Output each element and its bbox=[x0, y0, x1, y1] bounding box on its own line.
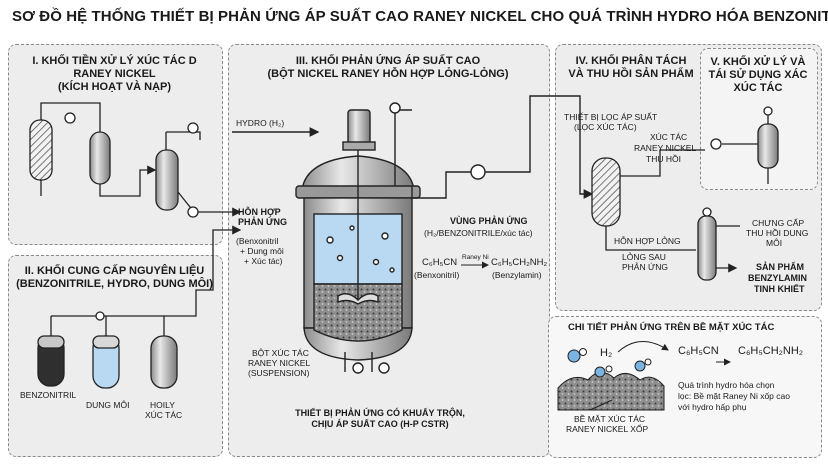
panel-ii-title-line1: II. KHỐI CUNG CẤP NGUYÊN LIỆU bbox=[24, 265, 205, 277]
catalyst-over-arrow: Raney Ni bbox=[462, 254, 489, 261]
pump-icon bbox=[470, 164, 486, 180]
panel-v-title: V. KHỐI XỬ LÝ VÀ TÁI SỬ DỤNG XÁC XÚC TÁC bbox=[702, 56, 814, 95]
valve-icon bbox=[352, 362, 364, 374]
feed-tanks bbox=[37, 225, 242, 389]
liquid-mix-l3: PHẢN ỨNG bbox=[622, 262, 668, 272]
detail-note-l2: lọc: Bề mặt Raney Ni xốp cao bbox=[678, 391, 790, 401]
panel-catalyst-reuse bbox=[700, 48, 818, 190]
valve-icon bbox=[95, 311, 105, 321]
pump-icon bbox=[187, 206, 199, 218]
pump-icon bbox=[710, 138, 722, 150]
liquid-mix-l2: LỎNG SAU bbox=[622, 252, 666, 262]
distillation-l2: THU HỒI DUNG bbox=[746, 228, 809, 238]
pump-icon bbox=[187, 122, 199, 134]
catalyst-regeneration-equipment bbox=[722, 106, 779, 184]
catalyst-powder-l1: BỘT XÚC TÁC bbox=[252, 348, 309, 358]
recovered-catalyst-l1: XÚC TÁC bbox=[650, 132, 688, 142]
reaction-zone-label: VÙNG PHẢN ỨNG bbox=[450, 216, 528, 226]
mixture-desc-l2: + Dung môi bbox=[240, 246, 284, 256]
reactor-caption-l1: THIẾT BỊ PHẢN ỨNG CÓ KHUẤY TRỘN, bbox=[295, 408, 465, 418]
pump-icon bbox=[64, 112, 76, 124]
mixture-desc-l1: (Benxonitril bbox=[236, 236, 279, 246]
detail-note-l3: với hydro hấp phụ bbox=[678, 402, 747, 412]
filter-label-l1: THIẾT BỊ LỌC ÁP SUẤT bbox=[564, 112, 658, 122]
pressure-filter bbox=[591, 157, 621, 227]
mixture-label-l1: HỖN HỢP bbox=[238, 207, 281, 217]
pure-product-l1: SẢN PHẨM bbox=[756, 262, 805, 272]
impeller-icon bbox=[337, 293, 379, 305]
recovered-catalyst-l2: RANEY NICKEL bbox=[634, 143, 697, 153]
valve-icon bbox=[378, 362, 390, 374]
distillation-l1: CHƯNG CẤP bbox=[752, 218, 805, 228]
catalyst-slurry-tank bbox=[150, 335, 178, 389]
detail-reactant: C₆H₅CN bbox=[678, 345, 719, 357]
product-name: (Benzylamin) bbox=[492, 270, 542, 280]
panel-ii-title-line2: (BENZONITRILE, HYDRO, DUNG MÔI) bbox=[16, 278, 213, 290]
panel-i-title-line1: I. KHỐI TIỀN XỬ LÝ XÚC TÁC D bbox=[32, 55, 197, 67]
stirrer-motor bbox=[347, 109, 371, 145]
surface-detail-drawing bbox=[557, 341, 731, 411]
catalyst-powder-l2: RANEY NICKEL bbox=[248, 358, 311, 368]
reactant-formula: C₆H₅CN bbox=[422, 257, 458, 268]
surface-label-l2: RANEY NICKEL XỐP bbox=[566, 424, 649, 434]
distillation-l3: MÔI bbox=[766, 238, 783, 248]
reactant-name: (Benxonitril) bbox=[414, 270, 460, 280]
page-title: SƠ ĐỒ HỆ THỐNG THIẾT BỊ PHẢN ỨNG ÁP SUẤT… bbox=[12, 8, 828, 25]
activation-vessel bbox=[89, 131, 111, 185]
tank-label-catalyst-l2: XÚC TÁC bbox=[145, 410, 183, 420]
catalyst-powder-l3: (SUSPENSION) bbox=[248, 368, 310, 378]
distillation-column bbox=[697, 215, 717, 281]
tank-label-solvent: DUNG MÔI bbox=[86, 400, 130, 410]
reactor-caption: THIẾT BỊ PHẢN ỨNG CÓ KHUẤY TRỘN, CHỊU ÁP… bbox=[290, 408, 470, 430]
panel-i-title-line2: RANEY NICKEL bbox=[73, 68, 156, 80]
loading-vessel bbox=[155, 149, 179, 211]
regeneration-vessel bbox=[757, 123, 779, 169]
mixture-label-l2: PHẢN ỨNG bbox=[238, 217, 287, 227]
tank-label-catalyst-l1: HOILY bbox=[150, 400, 175, 410]
recovered-catalyst-l3: THU HỒI bbox=[646, 154, 681, 164]
panel-i-title-line3: (KÍCH HOẠT VÀ NẠP) bbox=[57, 81, 172, 93]
panel-iv-title-line2: VÀ THU HỒI SẢN PHẨM bbox=[568, 68, 694, 80]
panel-v-title-line2: TÁI SỬ DỤNG XÁC bbox=[708, 69, 808, 81]
pressure-gauge-icon bbox=[763, 106, 773, 116]
hydro-feed-label: HYDRO (H₂) bbox=[236, 118, 285, 128]
reactor-caption-l2: CHỊU ÁP SUẤT CAO (H-P CSTR) bbox=[311, 419, 449, 429]
pressure-gauge-icon bbox=[702, 207, 712, 217]
packed-column bbox=[29, 119, 53, 181]
reaction-zone-desc: (H₂/BENZONITRILE/xúc tác) bbox=[424, 228, 533, 238]
panel-iii-title-line2: (BỘT NICKEL RANEY HỖN HỢP LỎNG-LỎNG) bbox=[267, 68, 509, 80]
panel-i-title: I. KHỐI TIỀN XỬ LÝ XÚC TÁC D RANEY NICKE… bbox=[8, 55, 221, 94]
panel-v-title-line3: XÚC TÁC bbox=[733, 82, 783, 94]
detail-note-l1: Quá trình hydro hóa chọn bbox=[678, 380, 775, 390]
catalyst-suspension bbox=[313, 283, 403, 342]
liquid-mix-l1: HỖN HỢP LỎNG bbox=[614, 236, 681, 246]
panel-iii-title-line1: III. KHỐI PHẢN ỨNG ÁP SUẤT CAO bbox=[295, 55, 481, 67]
reactor bbox=[232, 95, 594, 374]
product-formula: C₆H₅CH₂NH₂ bbox=[491, 257, 548, 268]
pure-product-l2: BENZYLAMIN bbox=[748, 273, 807, 283]
tank-label-benzonitrile: BENZONITRIL bbox=[20, 390, 77, 400]
filter-label-l2: (LỌC XÚC TÁC) bbox=[574, 122, 637, 132]
panel-iii-title: III. KHỐI PHẢN ỨNG ÁP SUẤT CAO (BỘT NICK… bbox=[228, 55, 548, 81]
pretreatment-equipment bbox=[29, 102, 242, 218]
pure-product-l3: TINH KHIẾT bbox=[754, 284, 805, 294]
surface-label-l1: BỀ MẶT XÚC TÁC bbox=[574, 414, 646, 424]
separation-equipment bbox=[591, 138, 740, 281]
detail-product: C₆H₅CH₂NH₂ bbox=[738, 345, 804, 357]
pressure-gauge-icon bbox=[389, 102, 401, 114]
panel-iv-title-line1: IV. KHỐI PHÂN TÁCH bbox=[575, 55, 687, 67]
detail-h2: H₂ bbox=[600, 347, 613, 359]
panel-ii-title: II. KHỐI CUNG CẤP NGUYÊN LIỆU (BENZONITR… bbox=[8, 265, 221, 291]
detail-title: CHI TIẾT PHẢN ỨNG TRÊN BỀ MẶT XÚC TÁC bbox=[568, 322, 775, 333]
mixture-desc-l3: + Xúc tác) bbox=[244, 256, 283, 266]
panel-v-title-line1: V. KHỐI XỬ LÝ VÀ bbox=[710, 56, 806, 68]
panel-iv-title: IV. KHỐI PHÂN TÁCH VÀ THU HỒI SẢN PHẨM bbox=[560, 55, 702, 81]
porous-catalyst-surface bbox=[557, 372, 665, 411]
